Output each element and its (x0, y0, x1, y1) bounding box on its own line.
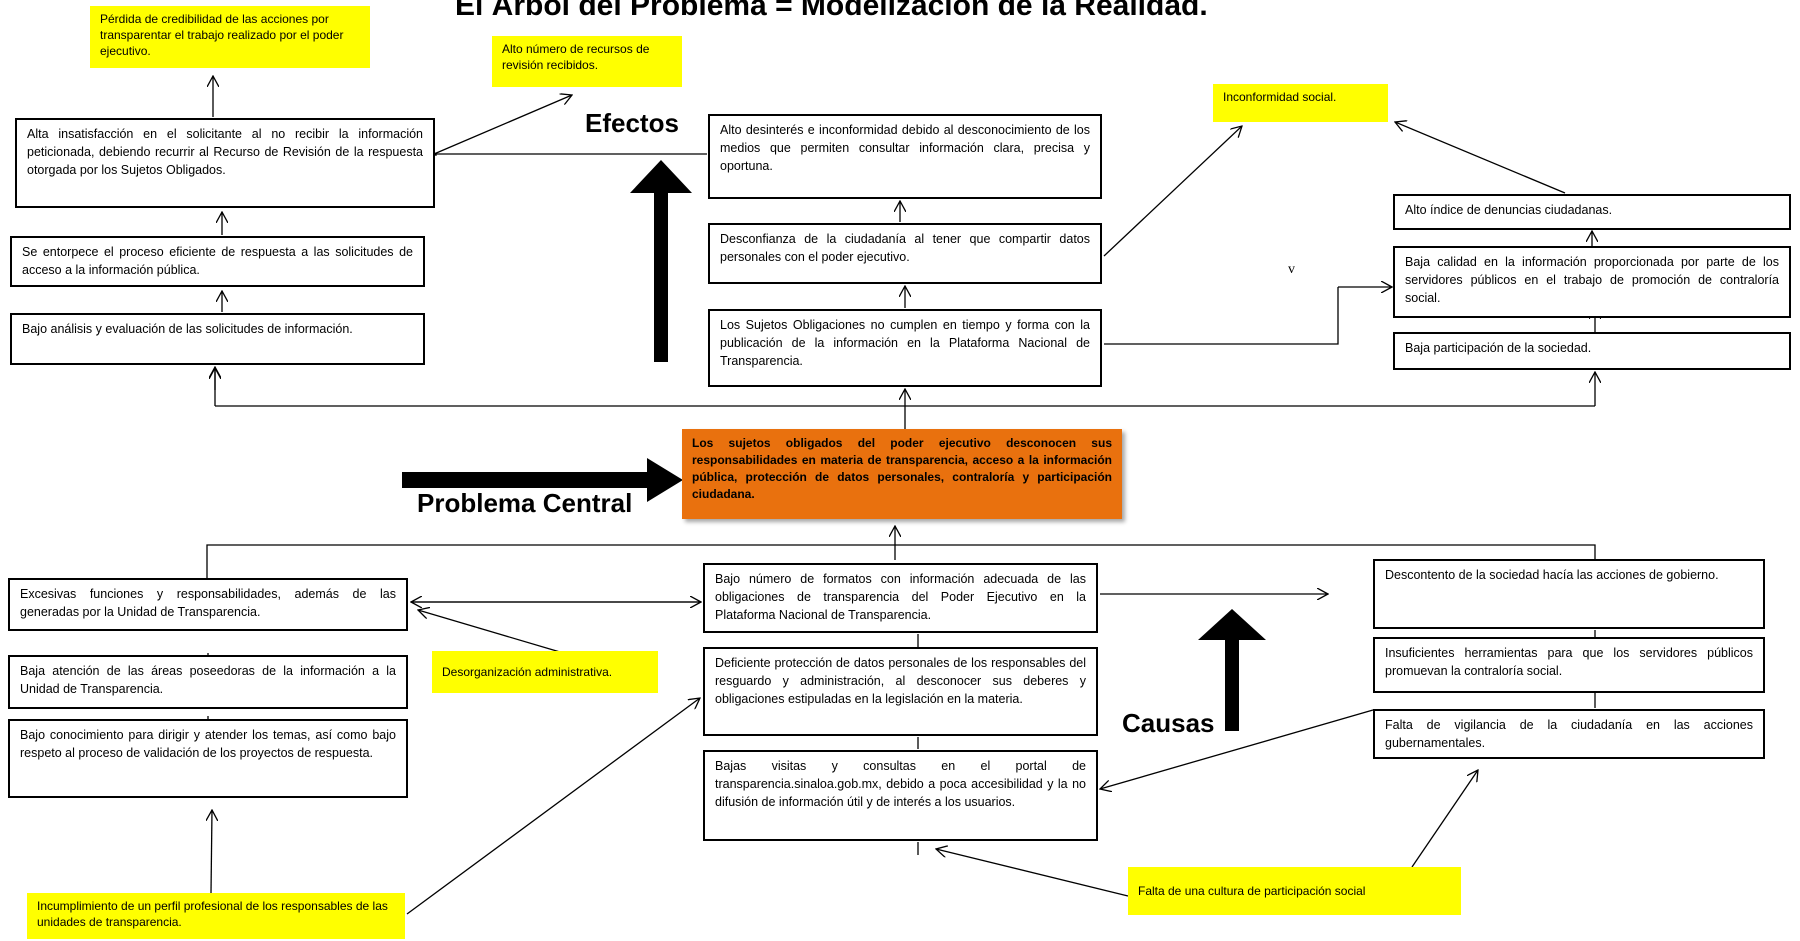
link-effect-right (1395, 122, 1566, 194)
link-cause-left (406, 698, 700, 915)
v-mark: v (1288, 262, 1295, 277)
effect-note-credibilidad: Pérdida de credibilidad de las acciones … (90, 6, 370, 68)
link-effect-left (433, 95, 572, 155)
effect-box-baja-calidad: Baja calidad en la información proporcio… (1393, 246, 1791, 318)
cause-box-excesivas-funciones: Excesivas funciones y responsabilidades,… (8, 578, 408, 631)
effect-note-inconformidad: Inconformidad social. (1213, 84, 1388, 122)
cause-box-bajo-numero-formatos: Bajo número de formatos con información … (703, 563, 1098, 633)
cause-box-falta-vigilancia: Falta de vigilancia de la ciudadanía en … (1373, 709, 1765, 759)
cause-note-cultura-participacion: Falta de una cultura de participación so… (1128, 867, 1461, 915)
label-efectos: Efectos (585, 108, 679, 138)
effect-box-insatisfaccion: Alta insatisfacción en el solicitante al… (15, 118, 435, 208)
cause-box-bajo-conocimiento: Bajo conocimiento para dirigir y atender… (8, 719, 408, 798)
link-cause-center (1100, 709, 1374, 789)
link-effect-center (1103, 126, 1242, 257)
cause-box-descontento: Descontento de la sociedad hacía las acc… (1373, 559, 1765, 629)
effect-box-entorpece: Se entorpece el proceso eficiente de res… (10, 236, 425, 287)
efectos-big-arrow (630, 160, 692, 362)
cause-box-proteccion-datos: Deficiente protección de datos personale… (703, 647, 1098, 736)
link-effect-right (1104, 287, 1339, 345)
page-title: El Árbol del Problema = Modelización de … (455, 0, 1208, 22)
link-cause-left (211, 810, 212, 894)
label-problema-central: Problema Central (417, 488, 633, 518)
cause-note-desorganizacion: Desorganización administrativa. (432, 651, 658, 693)
cause-box-insuficientes-herramientas: Insuficientes herramientas para que los … (1373, 637, 1765, 693)
effect-note-recursos: Alto número de recursos de revisión reci… (492, 36, 682, 87)
causas-big-arrow (1198, 609, 1266, 731)
cause-note-incumplimiento: Incumplimiento de un perfil profesional … (27, 893, 405, 939)
effect-box-denuncias: Alto índice de denuncias ciudadanas. (1393, 194, 1791, 230)
link-cause-center (1411, 770, 1478, 868)
cause-box-baja-atencion: Baja atención de las áreas poseedoras de… (8, 655, 408, 709)
effect-box-baja-participacion: Baja participación de la sociedad. (1393, 332, 1791, 370)
cause-box-bajas-visitas: Bajas visitas y consultas en el portal d… (703, 750, 1098, 841)
effect-box-bajo-analisis: Bajo análisis y evaluación de las solici… (10, 313, 425, 365)
label-causas: Causas (1122, 708, 1215, 738)
link-cause-left (418, 610, 561, 653)
central-problem-box: Los sujetos obligados del poder ejecutiv… (682, 429, 1122, 519)
problema-big-arrow (402, 458, 683, 502)
effect-box-desinteres: Alto desinterés e inconformidad debido a… (708, 114, 1102, 199)
link-cause-center (936, 849, 1129, 897)
effect-box-desconfianza: Desconfianza de la ciudadanía al tener q… (708, 223, 1102, 284)
effect-box-sujetos-obligaciones: Los Sujetos Obligaciones no cumplen en t… (708, 309, 1102, 387)
